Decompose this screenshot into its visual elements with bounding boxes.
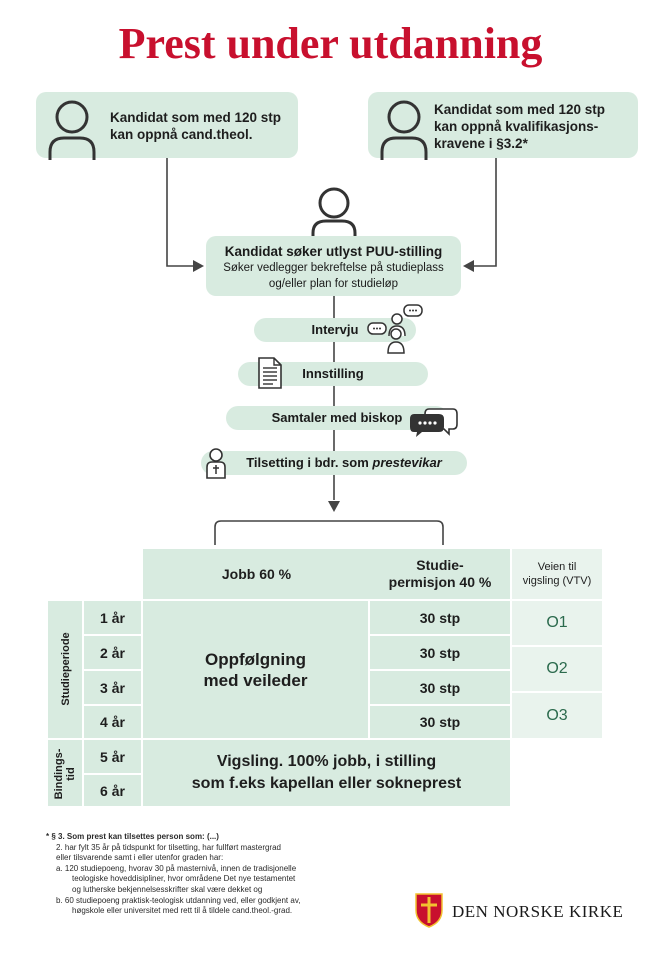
year-6: 6 år [84,775,141,806]
footnote-line2: 2. har fylt 35 år på tidspunkt for tilse… [56,842,281,852]
credits-year-1: 30 stp [370,601,510,634]
split-bracket [214,520,444,545]
left-connector-line [166,158,195,267]
priest-icon [206,448,226,479]
year-3: 3 år [84,671,141,704]
footnote-line5: teologiske hoveddisipliner, hvor områden… [72,874,296,884]
binding-label: Bindings- tid [53,744,77,804]
study-period-label: Studieperiode [60,632,72,706]
footnote-line7: b. 60 studiepoeng praktisk-teologisk utd… [56,895,301,905]
candidate-box-right: Kandidat som med 120 stp kan oppnå kvali… [368,92,638,160]
footnote-line1: * § 3. Som prest kan tilsettes person so… [46,832,219,841]
study-period-block [48,601,82,738]
candidate-box-left: Kandidat som med 120 stp kan oppnå cand.… [36,92,298,160]
followup-block: Oppfølgning med veileder [143,601,368,738]
vtv-o3: O3 [512,693,602,738]
year-5: 5 år [84,740,141,773]
header-study-leave-line1: Studie- [416,557,464,573]
speech-bubble-icon [410,408,458,437]
candidate-right-line3: kravene i §3.2* [434,136,528,151]
brand-name: DEN NORSKE KIRKE [452,902,624,921]
header-vtv-line2: vigsling (VTV) [522,575,592,587]
application-box: Kandidat søker utlyst PUU-stilling Søker… [206,236,461,296]
year-2: 2 år [84,636,141,669]
church-shield-logo-icon [415,893,443,928]
step-hiring-prefix: Tilsetting i bdr. som [246,455,373,470]
ordination-block: Vigsling. 100% jobb, i stilling som f.ek… [143,740,510,806]
vtv-o2: O2 [512,647,602,691]
credits-year-4: 30 stp [370,706,510,738]
followup-line2: med veileder [203,670,308,690]
binding-block [48,740,82,806]
candidate-right-line1: Kandidat som med 120 stp [434,102,606,117]
person-icon [48,100,96,160]
step-recommendation-label: Innstilling [302,366,364,381]
header-study-leave-line2: permisjon 40 % [388,574,492,590]
vtv-o1: O1 [512,601,602,645]
footnote-line4: a. 120 studiepoeng, hvorav 30 på mastern… [56,863,297,873]
credits-year-2: 30 stp [370,636,510,669]
credits-year-3: 30 stp [370,671,510,704]
header-job: Jobb 60 % [143,549,370,599]
ordination-line2: som f.eks kapellan eller sokneprest [191,775,462,792]
year-4: 4 år [84,706,141,738]
binding-label-line2: tid [65,767,77,781]
footnote-line6: og lutherske bekjennelsesskrifter skal v… [72,884,263,894]
followup-line1: Oppfølgning [204,649,307,669]
candidate-left-line1: Kandidat som med 120 stp [110,110,282,125]
ordination-line1: Vigsling. 100% jobb, i stilling [216,753,437,770]
step-interview-label: Intervju [311,322,359,337]
step-interview: Intervju [254,318,416,342]
person-icon [380,100,428,160]
footnote: * § 3. Som prest kan tilsettes person so… [46,832,406,917]
arrow-down-head [328,501,340,512]
document-icon [258,357,282,389]
interview-icon [367,304,423,354]
application-sub-line1: Søker vedlegger bekreftelse på studiepla… [223,262,444,274]
candidate-right-line2: kan oppnå kvalifikasjons- [434,119,599,134]
footnote-line3: eller tilsvarende samt i eller utenfor g… [56,853,224,863]
arrow-left-head [463,260,474,272]
step-hiring-role: prestevikar [372,455,442,470]
application-sub-line2: og/eller plan for studieløp [268,278,399,290]
arrow-right-head [193,260,204,272]
footnote-line8: høgskole eller universitet med rett til … [72,906,293,916]
step-hiring: Tilsetting i bdr. som prestevikar [201,451,467,475]
candidate-left-line2: kan oppnå cand.theol. [110,127,253,142]
header-study-leave: Studie- permisjon 40 % [370,549,510,599]
year-1: 1 år [84,601,141,634]
step-bishop-label: Samtaler med biskop [271,410,403,425]
header-vtv: Veien til vigsling (VTV) [512,549,602,599]
applicant-person-icon [311,187,357,238]
application-heading: Kandidat søker utlyst PUU-stilling [224,244,443,259]
right-connector-line [472,158,497,267]
header-vtv-line1: Veien til [537,561,577,573]
page-title: Prest under utdanning [118,19,543,68]
binding-label-line1: Bindings- [53,748,65,800]
